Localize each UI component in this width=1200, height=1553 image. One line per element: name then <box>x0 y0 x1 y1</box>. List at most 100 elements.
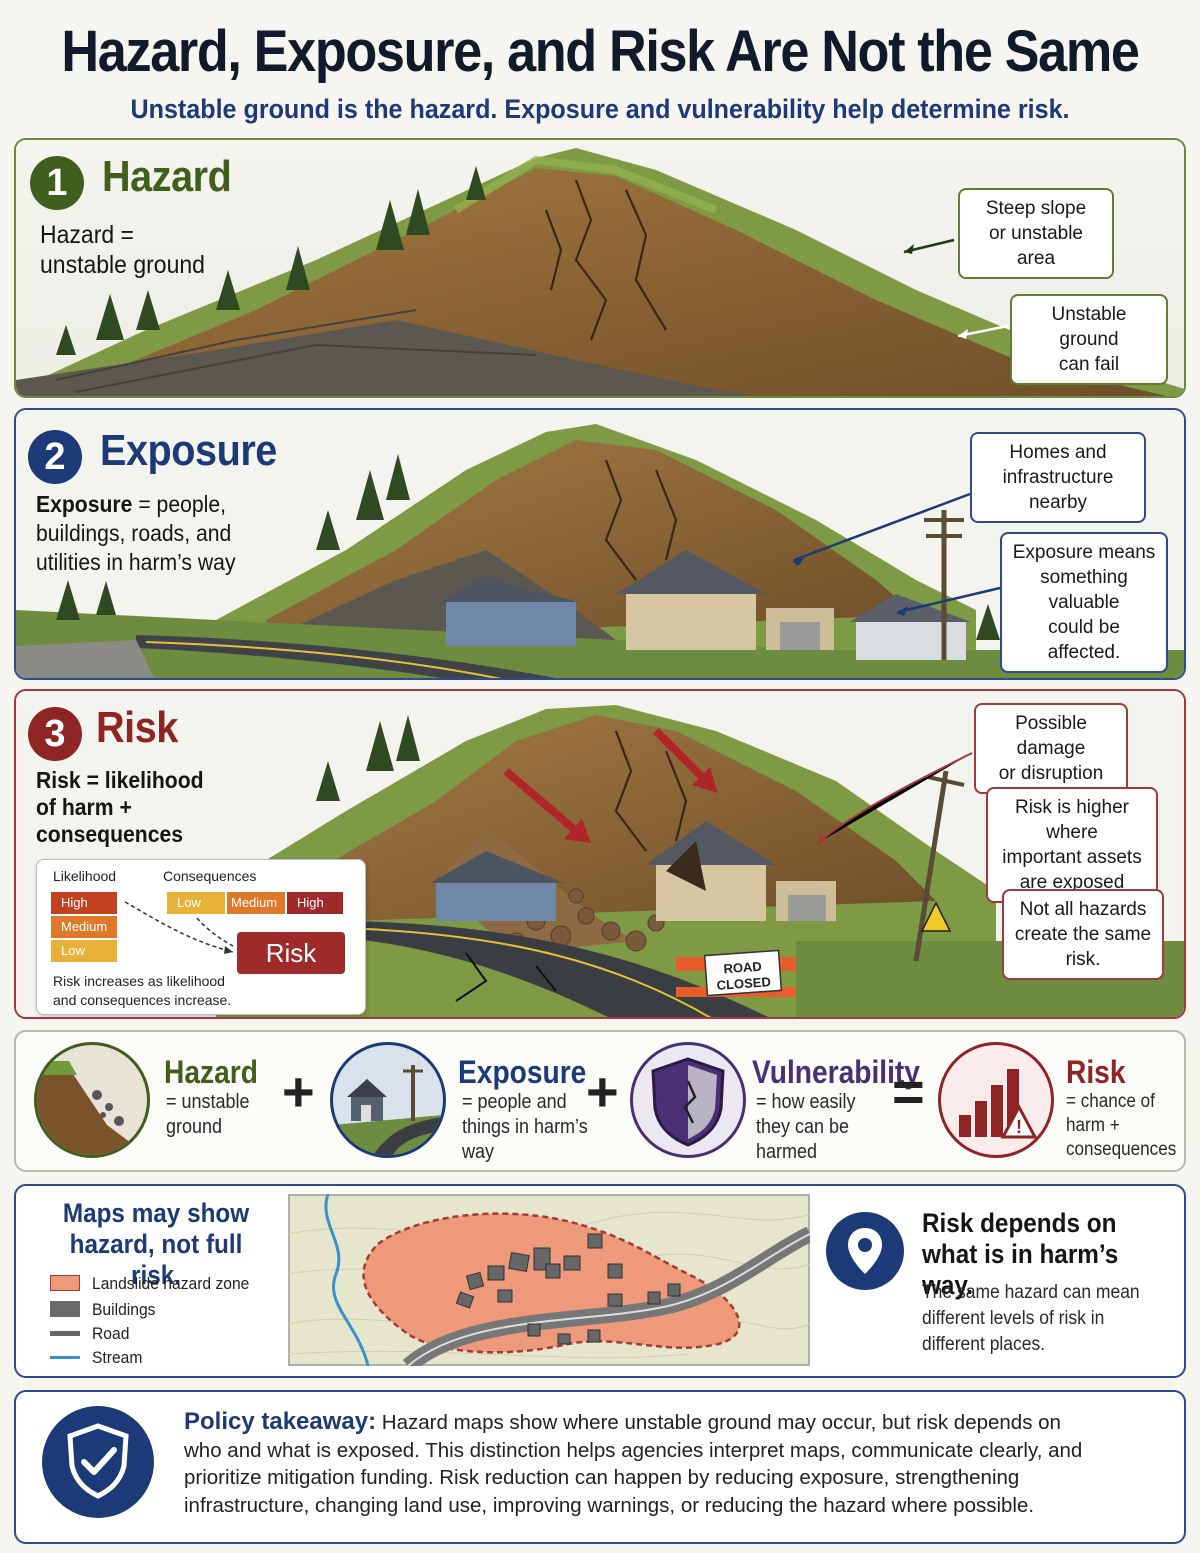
house-group <box>430 821 836 921</box>
svg-text:!: ! <box>1016 1117 1022 1137</box>
hazard-desc-line2: unstable ground <box>40 251 205 279</box>
depends-line: Risk depends on <box>922 1208 1117 1238</box>
utility-pole <box>924 510 964 660</box>
exposure-desc-line3: utilities in harm’s way <box>36 549 236 575</box>
legend-label: Stream <box>92 1348 143 1367</box>
exposure-means-callout: Exposure means something valuable could … <box>1000 532 1168 673</box>
eq-risk-desc: = chance of <box>1066 1091 1155 1112</box>
eq-hazard-title: Hazard <box>164 1054 258 1090</box>
likelihood-medium: Medium <box>51 916 117 938</box>
eq-risk-desc: consequences <box>1066 1139 1177 1160</box>
callout-line: Unstable ground <box>1051 304 1127 350</box>
risk-desc-line1: Risk = likelihood <box>36 767 204 793</box>
leaning-utility-pole <box>913 770 965 962</box>
risk-depends-text: The same hazard can mean different level… <box>922 1280 1140 1358</box>
homes-infrastructure-callout: Homes and infrastructure nearby <box>970 432 1146 523</box>
depends-desc: different places. <box>922 1334 1046 1355</box>
risk-matrix: Likelihood Consequences High Medium Low … <box>36 859 366 1015</box>
eq-vulnerability-title: Vulnerability <box>752 1054 920 1090</box>
shield-check-icon <box>42 1406 154 1518</box>
consequence-low: Low <box>167 892 225 914</box>
building-footprints <box>455 1233 681 1345</box>
callout-line: are exposed <box>1019 872 1125 893</box>
tree-group <box>56 454 1000 640</box>
location-pin-icon <box>826 1212 904 1290</box>
callout-line: or disruption <box>998 763 1104 784</box>
map-section: Maps may show hazard, not full risk. Lan… <box>14 1184 1186 1378</box>
hazard-panel: 1 Hazard Hazard = unstable ground Steep … <box>14 138 1186 398</box>
exposure-panel: 2 Exposure Exposure = people, buildings,… <box>14 408 1186 680</box>
sign-line1: ROAD <box>723 959 762 977</box>
likelihood-high: High <box>51 892 117 914</box>
exposure-house-icon <box>330 1042 446 1158</box>
page-title: Hazard, Exposure, and Risk Are Not the S… <box>61 19 1140 84</box>
stream-line <box>324 1194 370 1366</box>
map-title-line: Maps may show <box>62 1198 250 1228</box>
house-group <box>441 550 971 660</box>
consequences-label: Consequences <box>163 868 257 884</box>
eq-vulnerability-desc: harmed <box>756 1141 818 1163</box>
policy-takeaway-box: Policy takeaway: Hazard maps show where … <box>14 1390 1186 1544</box>
risk-equation-strip: Hazard = unstable ground + Exposure = pe… <box>14 1030 1186 1172</box>
legend-label: Buildings <box>92 1300 156 1319</box>
callout-line: can fail <box>1058 354 1120 375</box>
steep-slope-callout: Steep slope or unstable area <box>958 188 1114 279</box>
road-closed-barrier: ROAD CLOSED <box>676 949 796 997</box>
matrix-note-line: and consequences increase. <box>53 992 232 1008</box>
eq-exposure-desc: way <box>462 1141 495 1163</box>
callout-line: Exposure means <box>1012 542 1156 563</box>
legend-label: Landslide hazard zone <box>92 1274 250 1293</box>
callout-line: something valuable <box>1040 567 1128 613</box>
eq-exposure-title: Exposure <box>458 1054 587 1090</box>
callout-line: important assets <box>1002 847 1142 868</box>
legend-swatch <box>50 1301 80 1317</box>
consequence-medium: Medium <box>227 892 285 914</box>
legend-swatch <box>50 1331 80 1336</box>
hazard-map <box>288 1194 810 1366</box>
policy-body: Hazard maps show where unstable ground m… <box>184 1411 1083 1517</box>
callout-line: or unstable area <box>988 223 1083 269</box>
legend-swatch <box>50 1275 80 1291</box>
policy-text: Policy takeaway: Hazard maps show where … <box>184 1408 1084 1519</box>
hazard-slope-icon <box>34 1042 150 1158</box>
callout-line: Possible damage <box>1015 713 1087 759</box>
unstable-ground-callout: Unstable ground can fail <box>1010 294 1168 385</box>
eq-vulnerability-desc: = how easily <box>756 1091 856 1113</box>
risk-result: Risk <box>237 932 345 974</box>
depends-desc: different levels of risk in <box>922 1308 1105 1329</box>
hazard-title: Hazard <box>102 152 232 201</box>
eq-hazard-desc: = unstable <box>166 1091 250 1113</box>
hazard-desc-line1: Hazard = <box>40 221 134 249</box>
hazard-number-badge: 1 <box>30 156 84 210</box>
depends-line: what is in harm’s way. <box>922 1239 1119 1300</box>
depends-desc: The same hazard can mean <box>922 1282 1140 1303</box>
tree-group <box>56 166 486 355</box>
possible-damage-callout: Possible damage or disruption <box>974 703 1128 794</box>
risk-chart-icon: ! <box>938 1042 1054 1158</box>
matrix-note-line: Risk increases as likelihood <box>53 973 225 989</box>
page-subtitle: Unstable ground is the hazard. Exposure … <box>130 94 1070 124</box>
equals-sign: = <box>892 1060 925 1123</box>
risk-title: Risk <box>96 703 178 752</box>
risk-desc-line2: of harm + <box>36 794 132 820</box>
consequence-high: High <box>287 892 343 914</box>
eq-risk-desc: harm + <box>1066 1115 1120 1136</box>
eq-exposure-desc: things in harm’s <box>462 1116 588 1138</box>
callout-line: could be affected. <box>1047 617 1121 663</box>
legend-label: Road <box>92 1324 130 1343</box>
exposure-title: Exposure <box>100 426 277 475</box>
risk-desc-line3: consequences <box>36 821 184 847</box>
matrix-arrows <box>124 901 234 954</box>
risk-panel: ROAD CLOSED 3 Risk Risk = likelihood of … <box>14 689 1186 1019</box>
callout-line: infrastructure nearby <box>1002 467 1114 513</box>
eq-vulnerability-desc: they can be <box>756 1116 850 1138</box>
callout-line: Not all hazards <box>1019 899 1147 920</box>
eq-risk-title: Risk <box>1066 1054 1126 1090</box>
map-title: Maps may show hazard, not full risk. <box>48 1198 264 1291</box>
debris-rocks <box>507 888 665 952</box>
exposure-desc-line1: Exposure = people, <box>36 490 236 519</box>
matrix-note: Risk increases as likelihood and consequ… <box>53 972 231 1010</box>
risk-depends-heading: Risk depends on what is in harm’s way. <box>922 1208 1158 1301</box>
exposure-desc-line2: buildings, roads, and <box>36 520 232 546</box>
legend-swatch <box>50 1356 80 1359</box>
